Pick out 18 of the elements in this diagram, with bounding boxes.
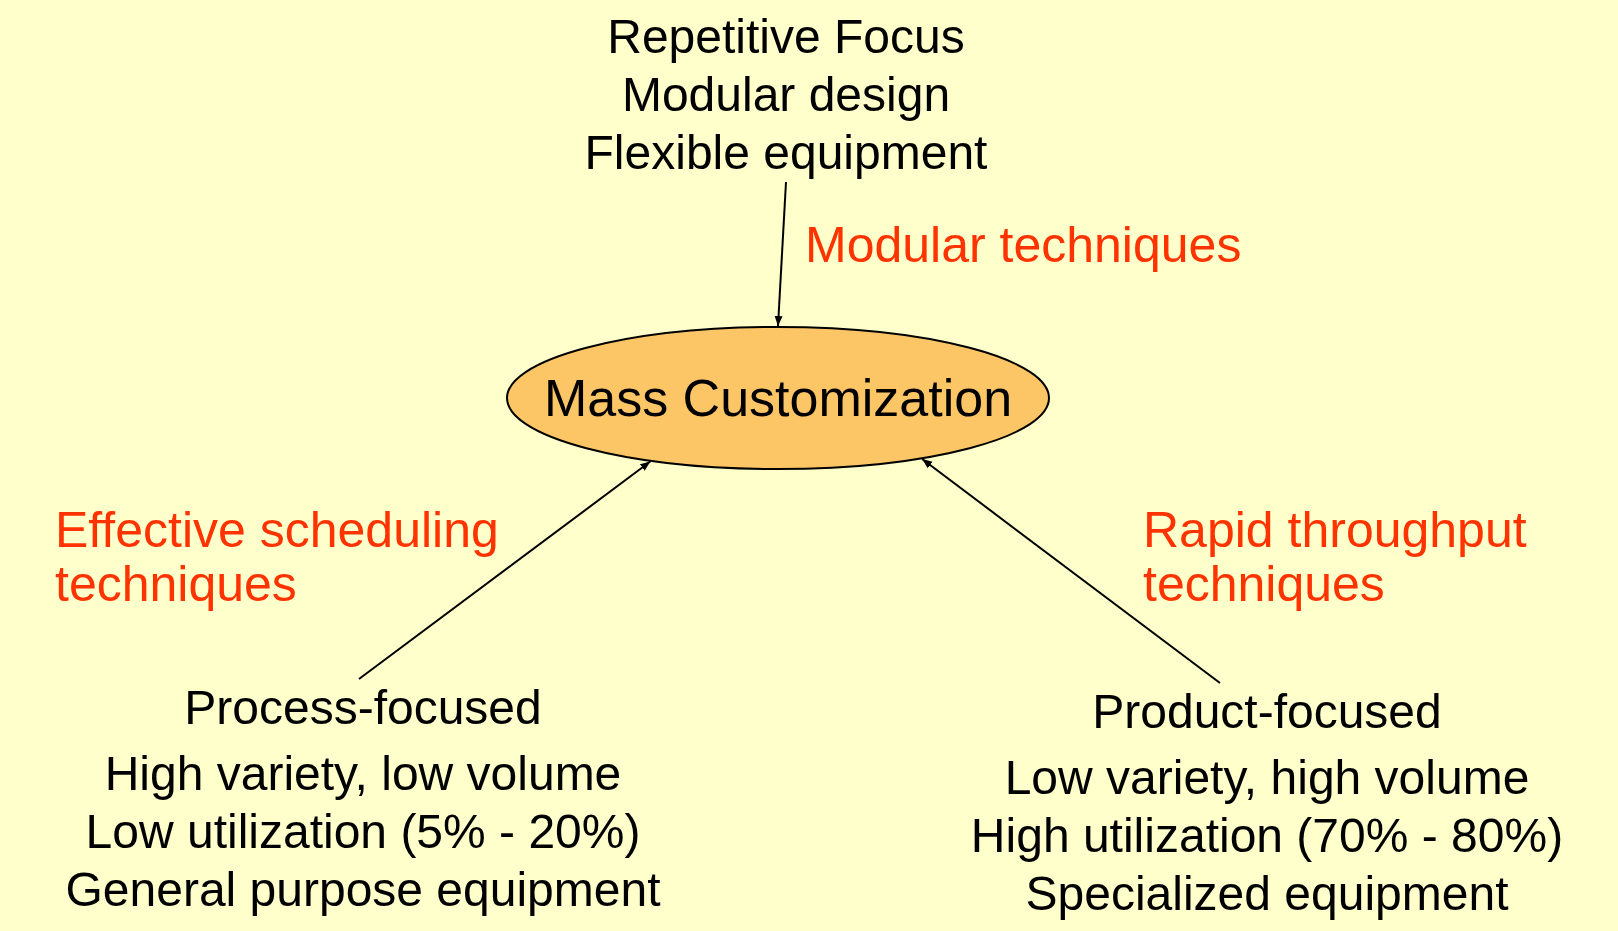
node-text: General purpose equipment: [64, 862, 662, 918]
node-heading: Product-focused: [1091, 684, 1443, 740]
node-text: High variety, low volume: [103, 746, 623, 802]
node-heading: Process-focused: [183, 680, 543, 736]
node-text: Low utilization (5% - 20%): [84, 804, 642, 860]
arrow: [774, 181, 787, 327]
node-text: Low variety, high volume: [1003, 750, 1531, 806]
node-text: High utilization (70% - 80%): [969, 808, 1565, 864]
edge-label: Modular techniques: [805, 218, 1243, 272]
node-text: Mass Customization: [543, 369, 1013, 427]
node-text: Flexible equipment: [583, 125, 989, 181]
arrow: [921, 458, 1221, 684]
node-text: Modular design: [620, 67, 952, 123]
edge-label: Rapid throughput techniques: [1143, 503, 1528, 611]
node-text: Specialized equipment: [1024, 866, 1510, 922]
node-text: Repetitive Focus: [606, 9, 966, 65]
arrow: [358, 460, 652, 680]
edge-label: Effective scheduling techniques: [55, 503, 500, 611]
